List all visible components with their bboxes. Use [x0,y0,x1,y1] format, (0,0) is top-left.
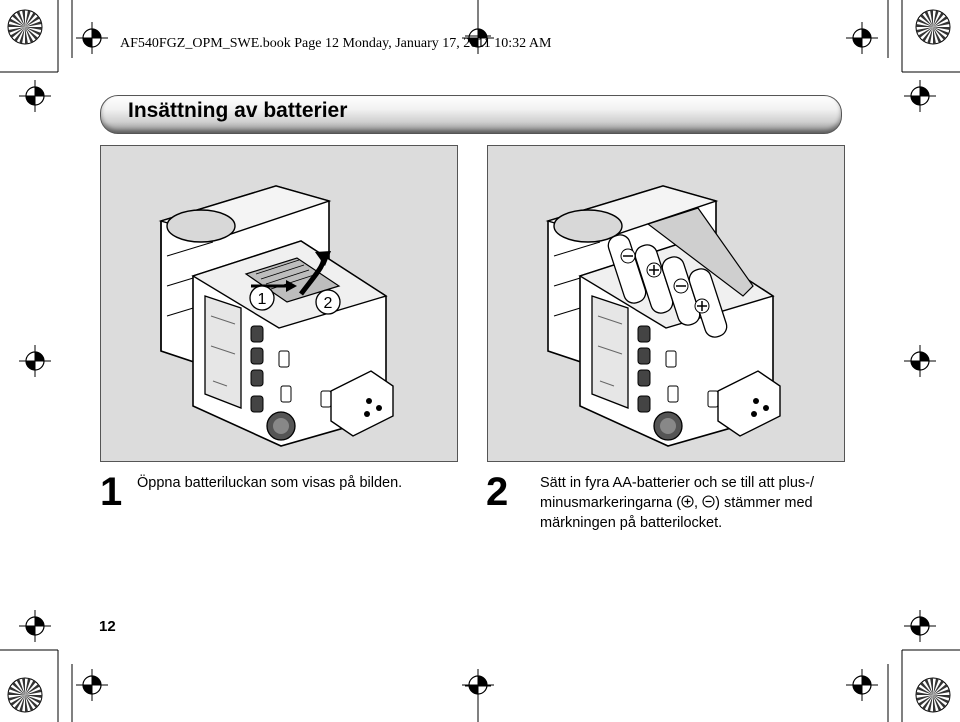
registration-mark-icon [76,669,108,701]
registration-mark-icon [19,80,51,112]
battery-4 [688,268,728,338]
step-2-line-1: Sätt in fyra AA-batterier och se till at… [540,475,815,491]
step-1-text: Öppna batteriluckan som visas på bilden. [137,475,403,491]
star-target-icon [7,9,43,45]
registration-mark-icon [76,22,108,54]
battery-2 [634,244,674,314]
plus-symbol-icon [649,265,659,275]
battery-3 [661,256,701,326]
registration-mark-icon [846,669,878,701]
registration-mark-icon [462,669,494,701]
star-target-icon [915,9,951,45]
step-2-text: Sätt in fyra AA-batterier och se till at… [540,473,840,533]
step-2-line-2-pre: minusmarkeringarna ( [540,495,682,511]
figure-open-battery-cover: 1 2 [100,145,458,462]
step-2-line-2: minusmarkeringarna (, ) stämmer med [540,493,840,513]
step-1-number: 1 [100,470,123,514]
page-number: 12 [99,618,116,635]
registration-mark-icon [462,22,494,54]
plus-symbol-icon [681,495,694,508]
step-2-line-2-post: ) stämmer med [715,495,813,511]
step-2-line-3: märkningen på batterilocket. [540,515,723,531]
callout-circle-1 [249,285,275,311]
section-title-bar [100,95,842,134]
registration-mark-icon [846,22,878,54]
registration-mark-icon [19,610,51,642]
registration-mark-icon [904,345,936,377]
section-title: Insättning av batterier [128,99,348,122]
step-2-line-2-sep: , [694,495,703,511]
callout-label-2: 2 [324,295,333,312]
step-2-number: 2 [486,470,509,514]
registration-mark-icon [19,345,51,377]
plus-symbol-icon [697,301,707,311]
figure-insert-batteries [487,145,845,462]
callout-circle-2 [315,289,341,315]
star-target-icon [7,677,43,713]
minus-symbol-icon [702,495,715,508]
registration-mark-icon [904,610,936,642]
star-target-icon [915,677,951,713]
registration-mark-icon [904,80,936,112]
callout-label-1: 1 [258,291,267,308]
book-header-line: AF540FGZ_OPM_SWE.book Page 12 Monday, Ja… [120,36,552,51]
